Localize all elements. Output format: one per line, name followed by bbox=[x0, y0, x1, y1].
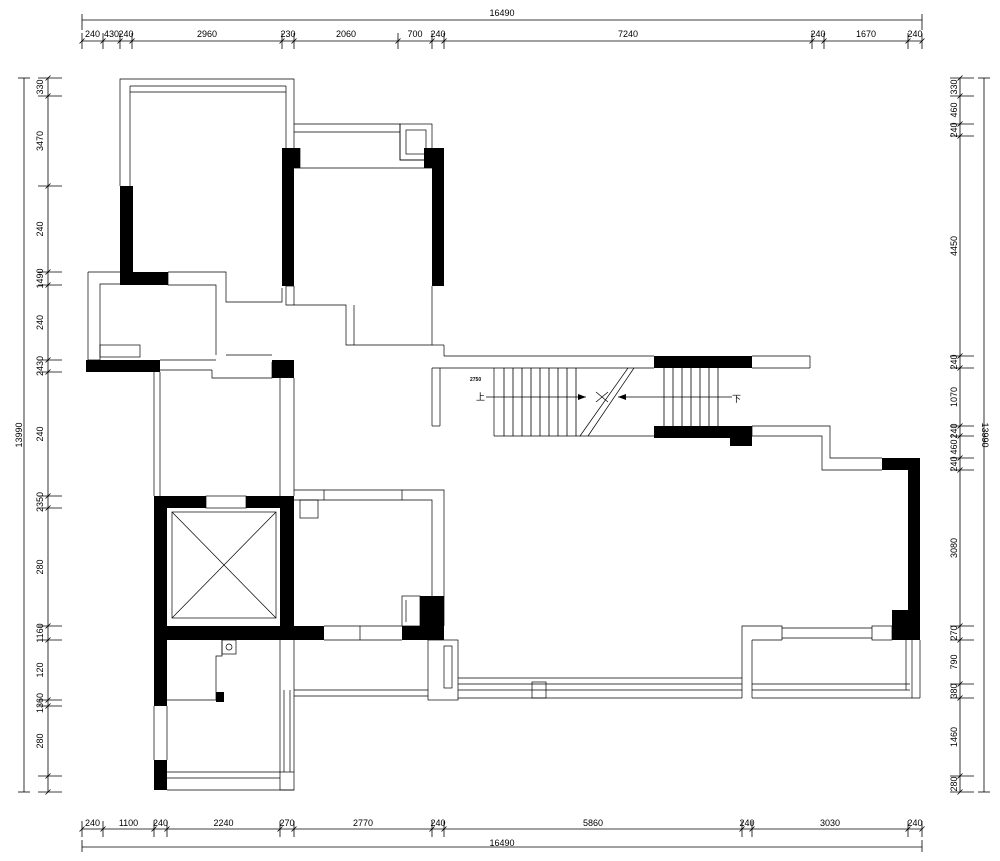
left-dimension-chain: 13990 330 3470 240 1490 240 2430 240 2350 280 116… bbox=[14, 75, 62, 795]
dimension-label: 240 bbox=[118, 29, 133, 39]
dimension-label: 3080 bbox=[949, 538, 959, 558]
dimension-label: 240 bbox=[153, 818, 168, 828]
dimension-label: 280 bbox=[35, 559, 45, 574]
dimension-label: 270 bbox=[949, 625, 959, 640]
dimension-label: 4450 bbox=[949, 236, 959, 256]
wall-segment bbox=[272, 360, 294, 378]
dimension-label: 240 bbox=[430, 818, 445, 828]
dimension-label: 240 bbox=[949, 354, 959, 369]
wall-segment bbox=[120, 186, 133, 272]
wall-segment bbox=[282, 168, 294, 286]
dimension-label: 240 bbox=[907, 818, 922, 828]
plan-body: 上 下 2750 bbox=[86, 78, 921, 791]
dimension-label: 330 bbox=[35, 79, 45, 94]
dimension-label: 120 bbox=[35, 662, 45, 677]
dimension-label: 240 bbox=[949, 423, 959, 438]
left-total-label: 13990 bbox=[14, 422, 24, 447]
wall-segment bbox=[216, 692, 224, 702]
dimension-label: 2430 bbox=[35, 356, 45, 376]
top-left-balcony bbox=[119, 78, 295, 186]
dimension-label: 7240 bbox=[618, 29, 638, 39]
dimension-label: 3030 bbox=[820, 818, 840, 828]
right-dimension-chain: 13990 3304602404450240107024046024030802… bbox=[949, 75, 990, 795]
dimension-label: 2350 bbox=[35, 492, 45, 512]
dimension-label: 1100 bbox=[119, 818, 138, 828]
dimension-label: 240 bbox=[35, 426, 45, 441]
dimension-label: 1490 bbox=[35, 268, 45, 288]
elevator-shaft bbox=[154, 495, 324, 640]
dimension-label: 2770 bbox=[353, 818, 373, 828]
wall-segment bbox=[402, 626, 426, 640]
dimension-label: 430 bbox=[104, 29, 119, 39]
wall-segment bbox=[154, 760, 167, 790]
bottom-total-label: 16490 bbox=[489, 838, 514, 848]
dimension-label: 1160 bbox=[35, 623, 45, 642]
bottom-dimension-chain: 16490 240 1100 240 2240 270 2770 240 5860 240 303… bbox=[79, 818, 925, 852]
dimension-label: 330 bbox=[949, 79, 959, 94]
staircase: 上 下 2750 bbox=[431, 344, 811, 446]
dimension-label: 3470 bbox=[35, 131, 45, 151]
wall-segment bbox=[908, 470, 920, 610]
dimension-label: 280 bbox=[35, 733, 45, 748]
right-total-label: 13990 bbox=[980, 422, 990, 447]
dimension-label: 240 bbox=[35, 221, 45, 236]
dimension-label: 380 bbox=[949, 683, 959, 698]
dimension-label: 790 bbox=[949, 654, 959, 669]
dimension-label: 1460 bbox=[949, 727, 959, 747]
wall-segment bbox=[120, 272, 168, 285]
stair-elevation-label: 2750 bbox=[470, 377, 481, 383]
dimension-label: 1070 bbox=[949, 387, 959, 407]
dimension-label: 240 bbox=[907, 29, 922, 39]
dimension-label: 1670 bbox=[856, 29, 876, 39]
dimension-label: 240 bbox=[949, 456, 959, 471]
wall-segment bbox=[424, 148, 444, 168]
dimension-label: 240 bbox=[35, 315, 45, 330]
wall-segment bbox=[432, 168, 444, 286]
dimension-label: 280 bbox=[949, 776, 959, 791]
stair-up-label: 上 bbox=[476, 392, 485, 402]
dimension-label: 2960 bbox=[197, 29, 217, 39]
wall-segment bbox=[282, 148, 300, 168]
dimension-label: 240 bbox=[85, 818, 100, 828]
dimension-label: 5860 bbox=[583, 818, 603, 828]
dimension-label: 460 bbox=[949, 439, 959, 454]
dimension-label: 270 bbox=[279, 818, 294, 828]
dimension-label: 1360 bbox=[35, 693, 45, 713]
dimension-label: 240 bbox=[949, 122, 959, 137]
wall-segment bbox=[86, 360, 160, 372]
dimension-label: 460 bbox=[949, 102, 959, 117]
dimension-label: 240 bbox=[739, 818, 754, 828]
stair-down-label: 下 bbox=[732, 394, 741, 404]
top-total-label: 16490 bbox=[489, 8, 514, 18]
dimension-label: 700 bbox=[407, 29, 422, 39]
dimension-label: 230 bbox=[280, 29, 295, 39]
dimension-label: 2060 bbox=[336, 29, 356, 39]
dimension-label: 240 bbox=[810, 29, 825, 39]
dimension-label: 2240 bbox=[213, 818, 233, 828]
wall-segment bbox=[154, 640, 167, 706]
dimension-label: 240 bbox=[85, 29, 100, 39]
dimension-label: 240 bbox=[430, 29, 445, 39]
wall-segment bbox=[892, 610, 920, 640]
wall-segment bbox=[882, 458, 920, 470]
